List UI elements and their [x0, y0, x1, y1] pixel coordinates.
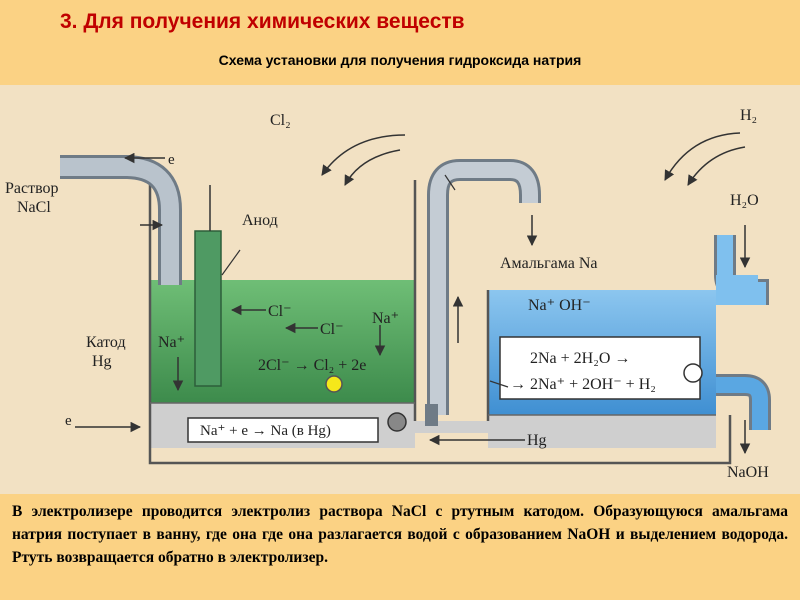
footer-band: В электролизере проводится электролиз ра… — [0, 494, 800, 600]
mercury-layer-right — [488, 415, 716, 448]
cl2-arrow-1 — [321, 134, 406, 176]
decomposition-reaction-line1: 2Na + 2H₂O → — [530, 350, 630, 367]
description-text: В электролизере проводится электролиз ра… — [12, 503, 788, 566]
cl2-label: Cl₂ — [270, 112, 291, 129]
electron-label-bottom: e — [65, 413, 72, 429]
anode-plate — [194, 230, 222, 387]
cathode-label-line1: Катод — [86, 334, 126, 351]
decomposition-reaction-box — [499, 336, 701, 400]
cl2-arrow-2 — [344, 149, 401, 186]
header-band: 3. Для получения химических веществ Схем… — [0, 0, 800, 85]
na-ion-left: Na⁺ — [158, 334, 185, 351]
cathode-reaction: Na⁺ + e → Na (в Hg) — [200, 423, 331, 439]
chloride-ion-1: Cl⁻ — [268, 303, 292, 320]
h2o-label: H₂O — [730, 192, 759, 209]
electrolysis-diagram: Cl₂ H₂ e Раствор NaCl Анод H₂O Амальгама… — [5, 107, 771, 481]
diagram-area: Cl₂ H₂ e Раствор NaCl Анод H₂O Амальгама… — [0, 85, 800, 495]
chlorine-marker — [325, 375, 343, 393]
hydrogen-marker — [683, 363, 703, 383]
cathode-label-line2: Hg — [92, 353, 112, 370]
h2-label: H₂ — [740, 107, 757, 124]
nacl-electrolyte — [150, 280, 415, 405]
chloride-ion-2: Cl⁻ — [320, 321, 344, 338]
na-ion-right: Na⁺ — [372, 310, 399, 327]
cathode-reaction-box — [187, 417, 379, 443]
anode-label: Анод — [242, 212, 278, 229]
anode-reaction: 2Cl⁻ → Cl₂ + 2e — [258, 357, 366, 374]
na-oh-ions-label: Na⁺ OH⁻ — [528, 297, 591, 314]
mercury-marker — [387, 412, 407, 432]
naoh-label: NaOH — [727, 464, 769, 481]
h2-arrow-2 — [687, 146, 746, 186]
electron-label-top: e — [168, 152, 175, 168]
page-title: 3. Для получения химических веществ — [60, 10, 465, 33]
diagram-subtitle: Схема установки для получения гидроксида… — [218, 52, 582, 68]
decomposition-reaction-line2: → 2Na⁺ + 2OH⁻ + H₂ — [510, 376, 656, 393]
tank-outline — [148, 185, 732, 465]
h2-arrow-1 — [664, 132, 741, 181]
mercury-label: Hg — [527, 432, 547, 449]
solution-label-line2: NaCl — [17, 199, 51, 216]
solution-label-line1: Раствор — [5, 180, 59, 197]
amalgam-label: Амальгама Na — [500, 255, 598, 272]
